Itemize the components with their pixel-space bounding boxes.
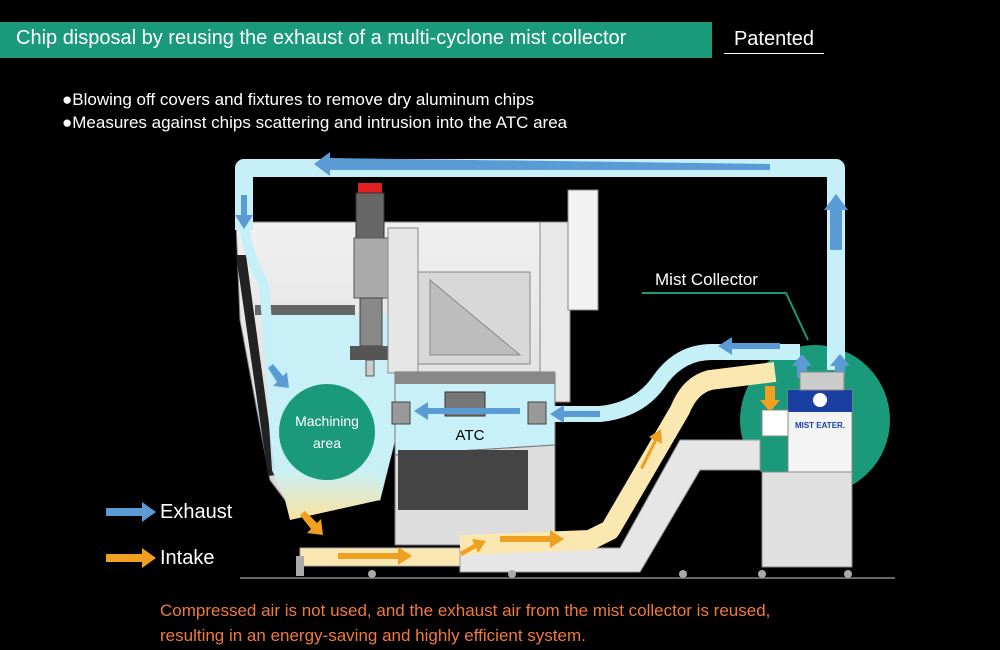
tool xyxy=(365,359,375,377)
collector-brand: MIST EATER. xyxy=(795,421,845,430)
base-panel xyxy=(398,450,528,510)
table-clamp-left xyxy=(391,401,411,425)
collector-top xyxy=(799,371,845,391)
table-top xyxy=(395,372,555,384)
exhaust-arrow-icon xyxy=(268,364,289,388)
intake-arrow-icon xyxy=(106,548,156,568)
mist-collector-label: Mist Collector xyxy=(655,270,758,289)
exhaust-arrow-icon xyxy=(414,402,520,420)
page-title: Chip disposal by reusing the exhaust of … xyxy=(16,27,627,49)
intake-arrow-icon xyxy=(460,539,486,556)
intake-arrow-icon xyxy=(338,547,412,565)
column-brace xyxy=(429,278,522,356)
feature-list: ●Blowing off covers and fixtures to remo… xyxy=(62,88,567,134)
cabinet-side-panel xyxy=(236,255,276,476)
casters xyxy=(296,556,852,578)
chip-conveyor xyxy=(459,439,761,573)
machining-area-label-2: area xyxy=(313,435,341,451)
exhaust-arrow-icon xyxy=(314,152,770,176)
intake-arrow-icon xyxy=(500,530,564,548)
collector-logo-icon xyxy=(813,393,827,407)
exhaust-arrow-icon xyxy=(235,195,253,229)
spindle-body xyxy=(359,297,383,347)
collector-stand xyxy=(761,471,853,568)
rear-plate xyxy=(567,189,599,311)
legend-intake: Intake xyxy=(160,547,215,569)
feature-item: ●Blowing off covers and fixtures to remo… xyxy=(62,90,534,109)
machining-zone-floor xyxy=(272,470,380,520)
exhaust-duct-nozzle xyxy=(239,227,275,361)
intake-arrows xyxy=(300,386,780,565)
footer-line: resulting in an energy-saving and highly… xyxy=(160,626,586,645)
table-clamp-right xyxy=(527,401,547,425)
patented-badge: Patented xyxy=(724,28,824,54)
collector-inlet-box xyxy=(761,409,789,437)
mist-collector-leader xyxy=(642,292,809,341)
intake-duct xyxy=(459,362,777,555)
machining-area-circle xyxy=(279,384,375,480)
title-bar: Chip disposal by reusing the exhaust of … xyxy=(0,22,712,58)
exhaust-arrow-icon xyxy=(550,405,600,423)
spindle-cap xyxy=(358,183,382,193)
exhaust-arrow-icon xyxy=(824,194,848,250)
footer-line: Compressed air is not used, and the exha… xyxy=(160,601,771,620)
exhaust-arrow-icon xyxy=(718,337,780,355)
intake-arrow-icon xyxy=(300,511,323,535)
legend-exhaust: Exhaust xyxy=(160,501,233,523)
intake-arrow-icon xyxy=(760,386,780,412)
atc-label: ATC xyxy=(456,427,485,444)
exhaust-arrow-icon xyxy=(106,502,156,522)
spindle-head xyxy=(353,237,389,299)
machining-area-label: Machining xyxy=(295,413,359,429)
exhaust-duct-return xyxy=(548,344,800,422)
spindle-motor xyxy=(355,192,385,239)
spindle-nose xyxy=(350,346,390,360)
feature-item: ●Measures against chips scattering and i… xyxy=(62,113,568,132)
top-panel xyxy=(255,305,355,315)
column xyxy=(387,227,419,374)
intake-arrow-icon xyxy=(640,429,662,469)
footer-note: Compressed air is not used, and the exha… xyxy=(160,598,770,648)
